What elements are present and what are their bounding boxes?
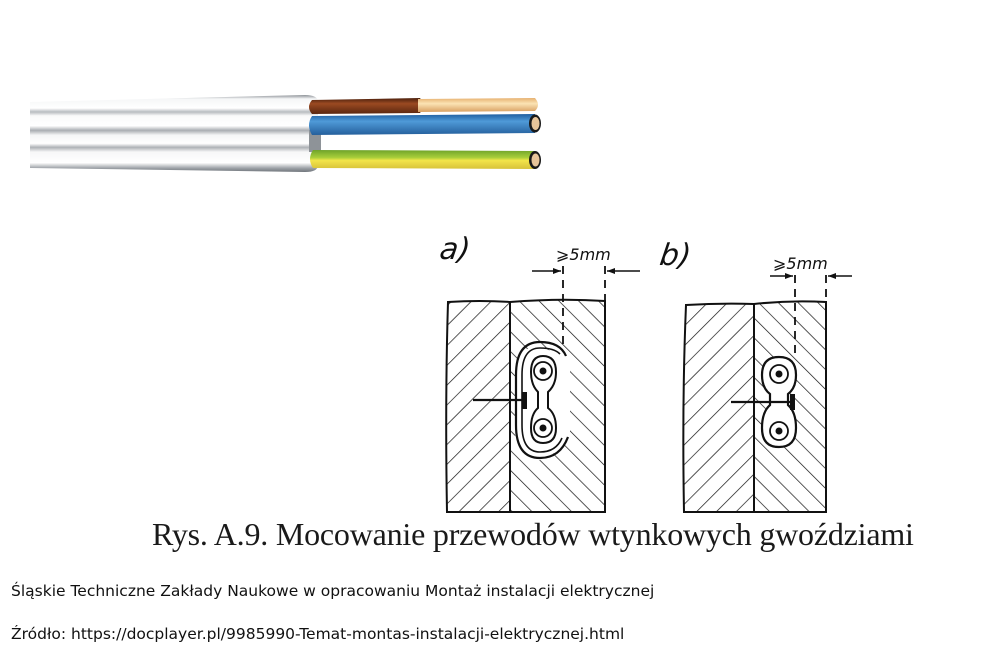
cable-illustration bbox=[30, 95, 541, 172]
panel-b-label: b) bbox=[657, 238, 694, 273]
dimension-label-a: ⩾5mm bbox=[556, 245, 611, 264]
dimension-label-b: ⩾5mm bbox=[773, 254, 828, 273]
panel-b-drawing bbox=[682, 273, 852, 513]
wall-left-a bbox=[445, 300, 511, 513]
brown-conductor bbox=[418, 98, 538, 112]
blue-core bbox=[309, 114, 535, 135]
panel-a-label: a) bbox=[437, 232, 473, 267]
wall-left-b bbox=[682, 302, 755, 513]
panel-a-drawing bbox=[445, 266, 640, 513]
green-yellow-core bbox=[310, 150, 535, 169]
sheath-gap bbox=[309, 130, 321, 152]
figure-caption: Rys. A.9. Mocowanie przewodów wtynkowych… bbox=[152, 516, 914, 552]
source-line: Źródło: https://docplayer.pl/9985990-Tem… bbox=[11, 625, 625, 643]
mounting-figure bbox=[445, 266, 852, 513]
credit-line: Śląskie Techniczne Zakłady Naukowe w opr… bbox=[11, 582, 655, 600]
cable-sheath bbox=[30, 95, 318, 172]
brown-core bbox=[309, 98, 423, 114]
